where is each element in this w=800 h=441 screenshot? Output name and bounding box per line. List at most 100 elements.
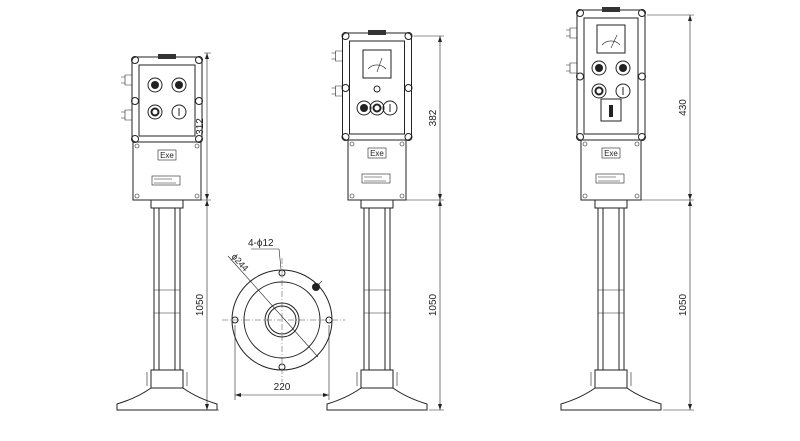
hole-callout: 4-ϕ12 bbox=[248, 238, 274, 249]
box-height-dim: 312 bbox=[195, 118, 206, 135]
terminal-box bbox=[347, 139, 407, 201]
terminal-box bbox=[132, 141, 202, 201]
bolt-icon bbox=[131, 97, 139, 105]
meter-needle bbox=[367, 57, 387, 73]
base-plan-view: 4-ϕ12 ϕ244 220 bbox=[222, 238, 345, 400]
cable-gland bbox=[121, 109, 132, 121]
bolt-icon bbox=[195, 97, 203, 105]
bolt-icon bbox=[404, 84, 413, 92]
screw-icon bbox=[349, 141, 355, 147]
selector-switch bbox=[615, 83, 631, 99]
bolt-icon bbox=[195, 56, 203, 64]
base-bolt bbox=[356, 372, 398, 386]
cable-gland bbox=[331, 50, 343, 62]
ex-marking: Exe bbox=[160, 151, 174, 160]
upper-enclosure-cover bbox=[138, 64, 196, 137]
indicator-lamp bbox=[373, 85, 381, 93]
hole-spacing-dim: 220 bbox=[274, 382, 291, 393]
indicator-lens bbox=[372, 103, 382, 113]
meter bbox=[596, 24, 626, 54]
terminal-box bbox=[580, 139, 642, 201]
screw-icon bbox=[582, 193, 588, 199]
base-bolt bbox=[146, 372, 188, 386]
bolt-icon bbox=[576, 9, 584, 17]
rating-plate-text bbox=[364, 176, 386, 182]
pole-height-dim: 1050 bbox=[428, 293, 439, 316]
screw-icon bbox=[194, 193, 200, 199]
screw-icon bbox=[634, 141, 640, 147]
pushbutton bbox=[171, 77, 187, 93]
mounting-holes bbox=[231, 269, 333, 371]
indicator bbox=[369, 100, 385, 116]
screw-icon bbox=[134, 193, 140, 199]
rotary-switch bbox=[600, 98, 622, 122]
box-height-dim: 382 bbox=[428, 109, 439, 126]
pushbutton bbox=[615, 60, 631, 76]
dimension-lines bbox=[641, 14, 694, 411]
bolt-icon bbox=[576, 133, 584, 141]
screw-icon bbox=[194, 143, 200, 149]
pushbutton bbox=[591, 60, 607, 76]
pole-collar bbox=[360, 200, 394, 209]
nameplate bbox=[158, 54, 176, 59]
indicator-lens bbox=[594, 86, 604, 96]
cable-gland bbox=[331, 85, 343, 97]
rating-plate bbox=[361, 173, 391, 184]
upper-enclosure-cover bbox=[349, 40, 405, 135]
indicator bbox=[147, 104, 163, 120]
screw-icon bbox=[582, 141, 588, 147]
ex-label-box bbox=[601, 147, 621, 159]
bolt-icon bbox=[638, 9, 646, 17]
cable-gland bbox=[566, 27, 577, 39]
bolt-icon bbox=[131, 56, 139, 64]
base-flange bbox=[594, 369, 628, 389]
rating-plate bbox=[595, 173, 625, 184]
control-station-small: Exe 312 1050 bbox=[116, 52, 219, 411]
meter bbox=[362, 49, 392, 79]
dimension-lines bbox=[406, 35, 444, 411]
pushbutton-cap bbox=[151, 81, 159, 89]
pushbutton-cap bbox=[360, 104, 368, 112]
pushbutton-cap bbox=[619, 64, 627, 72]
ex-label-box bbox=[367, 147, 387, 159]
pole-collar bbox=[150, 200, 184, 209]
pushbutton-cap bbox=[595, 64, 603, 72]
screw-icon bbox=[399, 193, 405, 199]
box-height-dim: 430 bbox=[678, 99, 689, 116]
bolt-icon bbox=[638, 133, 646, 141]
pushbutton-cap bbox=[175, 81, 183, 89]
pole-height-dim: 1050 bbox=[678, 293, 689, 316]
indicator-lens bbox=[150, 107, 160, 117]
selector-switch bbox=[171, 104, 187, 120]
nameplate bbox=[368, 30, 386, 35]
diameter-leader bbox=[227, 255, 319, 358]
control-station-meter: Exe 382 1050 bbox=[326, 30, 444, 411]
bolt-icon bbox=[404, 133, 413, 141]
upper-enclosure-cover bbox=[583, 17, 639, 135]
bolt-icon bbox=[341, 84, 350, 92]
pole-height-dim: 1050 bbox=[195, 293, 206, 316]
base-foot bbox=[560, 387, 662, 411]
ex-marking: Exe bbox=[370, 149, 384, 158]
pole bbox=[363, 208, 391, 370]
base-flange bbox=[360, 369, 394, 389]
screw-icon bbox=[134, 143, 140, 149]
pole-collar bbox=[594, 200, 628, 209]
base-flange bbox=[150, 369, 184, 389]
bolt-icon bbox=[638, 72, 646, 81]
bolt-icon bbox=[341, 32, 350, 40]
rating-plate-text bbox=[598, 176, 620, 182]
indicator bbox=[591, 83, 607, 99]
bolt-icon bbox=[341, 133, 350, 141]
base-foot bbox=[116, 387, 218, 411]
pushbutton bbox=[356, 100, 372, 116]
selector-switch bbox=[382, 100, 398, 116]
cable-gland bbox=[121, 74, 132, 86]
dimension-lines bbox=[201, 52, 219, 411]
ex-label-box bbox=[157, 149, 177, 161]
pole bbox=[153, 208, 181, 370]
base-foot bbox=[326, 387, 428, 411]
base-bolt bbox=[590, 372, 632, 386]
